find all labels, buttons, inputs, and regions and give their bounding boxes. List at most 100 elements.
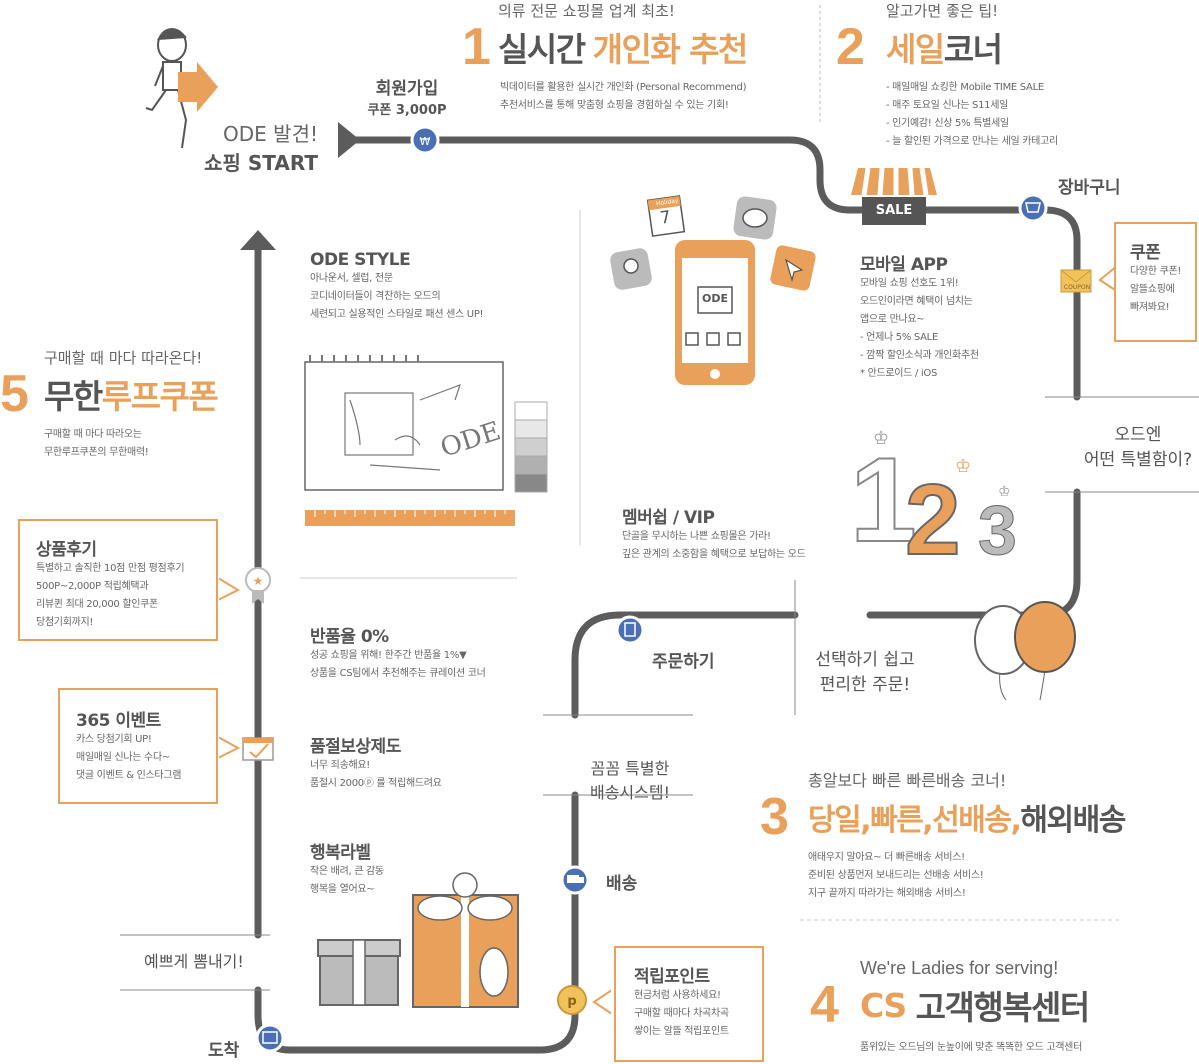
section4-title-b: 고객행복센터 — [915, 988, 1091, 1027]
delivery-label[interactable]: 배송 — [606, 874, 638, 894]
section4: We're Ladies for serving! 4 CS 고객행복센터 품위… — [810, 958, 1195, 1057]
event-line: 매일매일 신나는 수다~ — [76, 752, 170, 763]
section3-line: 애태우지 말아요~ 더 빠른배송 서비스! — [808, 852, 965, 863]
easy-order: 선택하기 쉽고 편리한 주문! — [800, 645, 930, 695]
mobile-app: 모바일 APP 모바일 쇼핑 선호도 1위! 오드인이라면 혜택이 넘치는 앱으… — [860, 250, 1060, 383]
section1-title-a: 실시간 — [498, 30, 586, 69]
coupon-box: 쿠폰 다양한 쿠폰! 알뜰쇼핑에 빠져봐요! — [1114, 222, 1197, 342]
signup-sub: 쿠폰 3,000P — [367, 103, 447, 118]
section3-num: 3 — [760, 788, 789, 846]
mobile-line: 앱으로 만나요~ — [860, 314, 925, 325]
delivery-pin-icon — [560, 865, 590, 895]
rank-1: 1 — [849, 433, 918, 567]
sale-awning-icon — [851, 167, 937, 225]
happy-label: 행복라벨 작은 배려, 큰 감동 행복을 열어요~ — [310, 838, 490, 899]
section2-num: 2 — [836, 18, 865, 76]
start-title-line1: ODE 발견! — [223, 122, 318, 146]
event-line: 댓글 이벤트 & 인스타그램 — [76, 770, 182, 781]
special-line2: 어떤 특별함이? — [1083, 450, 1193, 470]
coupon-box-line: 다양한 쿠폰! — [1130, 266, 1182, 277]
section1-pre: 의류 전문 쇼핑몰 업계 최초! — [498, 2, 675, 20]
section2-line: - 늘 할인된 가격으로 만나는 세일 카테고리 — [886, 136, 1058, 147]
order-label[interactable]: 주문하기 — [652, 652, 715, 672]
easy-order-line1: 선택하기 쉽고 — [815, 650, 915, 670]
delivery-system-line2: 배송시스템! — [589, 783, 670, 802]
review-medal-icon: ★ — [245, 567, 271, 604]
mobile-line: 모바일 쇼핑 선호도 1위! — [860, 278, 959, 289]
section4-title-a: CS — [860, 985, 907, 1025]
section3-title-a: 당일,빠른,선배송, — [808, 803, 1022, 838]
easy-order-line2: 편리한 주문! — [819, 675, 911, 695]
ode-style: ODE STYLE 아나운서, 셀럽, 전문 코디네이터들이 격찬하는 오드의 … — [310, 250, 560, 324]
mobile-title: 모바일 APP — [860, 255, 948, 275]
cart-pin-icon — [1018, 193, 1048, 223]
section3-line: 지구 끝까지 따라가는 해외배송 서비스! — [808, 888, 966, 899]
up-arrow-icon — [240, 230, 276, 250]
happy-label-title: 행복라벨 — [310, 843, 371, 863]
ode-style-line: 코디네이터들이 격찬하는 오드의 — [310, 291, 441, 302]
coupon-box-line: 빠져봐요! — [1130, 302, 1170, 313]
navigation-app-icon — [770, 245, 816, 291]
section3-pre: 총알보다 빠른 빠른배송 코너! — [808, 771, 1007, 790]
color-swatch-icon — [514, 401, 548, 493]
points-box: 적립포인트 현금처럼 사용하세요! 구매할 때마다 차곡차곡 쌓이는 알뜰 적립… — [614, 946, 764, 1062]
show-off-label: 예쁘게 뽐내기! — [144, 952, 244, 971]
section1-line: 추천서비스를 통해 맞춤형 쇼핑을 경험하실 수 있는 기회! — [500, 100, 729, 111]
review-title: 상품후기 — [36, 540, 97, 560]
section1: 의류 전문 쇼핑몰 업계 최초! 1 실시간 개인화 추천 빅데이터를 활용한 … — [462, 0, 812, 115]
svg-text:★: ★ — [253, 574, 264, 588]
membership-line: 단골을 무시하는 나쁜 쇼핑몰은 가라! — [622, 531, 771, 542]
sale-sign: SALE — [875, 203, 913, 218]
mobile-line: * 안드로이드 / iOS — [860, 368, 938, 379]
sketchbook-icon — [304, 355, 515, 526]
cart-label[interactable]: 장바구니 — [1058, 178, 1121, 198]
balloons-icon — [974, 601, 1076, 701]
ode-style-line: 아나운서, 셀럽, 전문 — [310, 273, 393, 284]
membership-line: 깊은 관계의 소중함을 혜택으로 보답하는 오드 — [622, 549, 806, 560]
points-line: 현금처럼 사용하세요! — [634, 990, 721, 1001]
section2-line: - 매일매일 쇼킹한 Mobile TIME SALE — [886, 82, 1044, 93]
signup-pin-icon: ₩ — [410, 125, 440, 155]
event-line: 카스 당첨기회 UP! — [76, 734, 152, 745]
section5-line: 무한루프쿠폰의 무한매력! — [44, 447, 149, 458]
review-line: 당첨기회까지! — [36, 617, 94, 628]
section5-title-b: 루프쿠폰 — [101, 377, 219, 416]
section3: 총알보다 빠른 빠른배송 코너! 3 당일,빠른,선배송, 해외배송 애태우지 … — [760, 767, 1195, 903]
section2-title-a: 세일 — [886, 30, 945, 69]
section2: 알고가면 좋은 팁! 2 세일 코너 - 매일매일 쇼킹한 Mobile TIM… — [836, 0, 1126, 151]
delivery-system: 꼼꼼 특별한 배송시스템! — [570, 755, 690, 803]
return-line: 성공 쇼핑을 위해! 한주간 반품율 1%▼ — [310, 650, 467, 661]
membership-title: 멤버쉽 / VIP — [622, 508, 715, 528]
event-title: 365 이벤트 — [76, 711, 161, 731]
happy-label-line: 행복을 열어요~ — [310, 884, 375, 895]
svg-text:p: p — [567, 994, 576, 1009]
soldout-title: 품절보상제도 — [310, 737, 401, 757]
section2-line: - 매주 토요일 신나는 S11세일 — [886, 100, 1008, 111]
svg-text:₩: ₩ — [420, 135, 431, 148]
soldout: 품절보상제도 너무 죄송해요! 품절시 2000ⓟ 를 적립해드려요 — [310, 732, 540, 793]
crown-icon: ♔ — [955, 456, 972, 477]
section4-line: 품위있는 오드님의 눈높이에 맞춘 똑똑한 오드 고객센터 — [860, 1042, 1082, 1053]
section4-pre: We're Ladies for serving! — [860, 958, 1059, 978]
coupon-tag: COUPON — [1063, 284, 1091, 291]
review-box: 상품후기 특별하고 솔직한 10점 만점 평점후기 500P~2,000P 적립… — [18, 519, 218, 641]
mobile-line: - 언제나 5% SALE — [860, 332, 938, 343]
section5-line: 구매할 때 마다 따라오는 — [44, 429, 142, 440]
delivery-system-line1: 꼼꼼 특별한 — [590, 759, 670, 778]
return-title: 반품율 0% — [310, 627, 389, 647]
mobile-line: - 깜짝 할인소식과 개인화추천 — [860, 350, 979, 361]
signup[interactable]: 회원가입 쿠폰 3,000P — [352, 74, 462, 118]
rank-3: 3 — [978, 491, 1018, 569]
phone-logo: ODE — [702, 292, 728, 305]
points-coin-icon: p — [557, 985, 587, 1015]
return-rate: 반품율 0% 성공 쇼핑을 위해! 한주간 반품율 1%▼ 상품을 CS팀에서 … — [310, 622, 550, 683]
section5-pre: 구매할 때 마다 따라온다! — [44, 349, 203, 367]
section5: 구매할 때 마다 따라온다! 5 무한 루프쿠폰 구매할 때 마다 따라오는 무… — [0, 347, 250, 462]
happy-label-line: 작은 배려, 큰 감동 — [310, 866, 384, 877]
section1-num: 1 — [462, 18, 491, 76]
arrive-label: 도착 — [208, 1041, 240, 1061]
signup-label: 회원가입 — [375, 79, 439, 99]
section3-title-b: 해외배송 — [1020, 803, 1126, 838]
special-label: 오드엔 어떤 특별함이? — [1080, 420, 1196, 470]
